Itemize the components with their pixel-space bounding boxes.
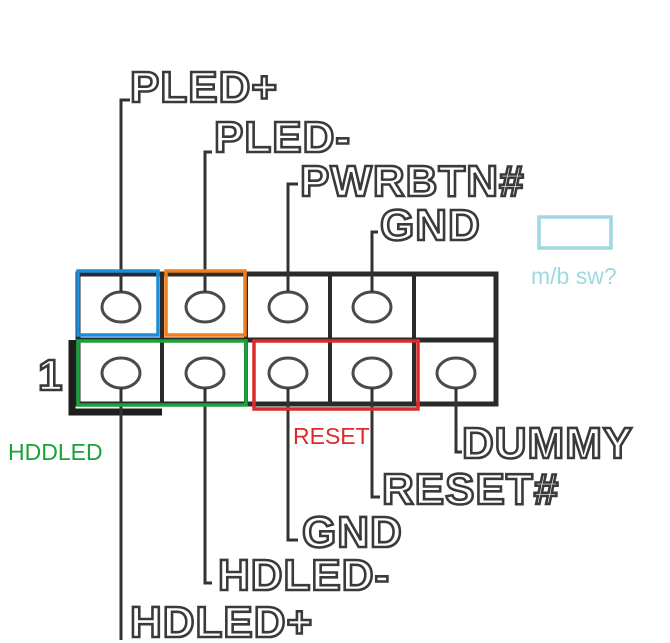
leader-gnd-bottom — [286, 388, 298, 542]
pled-minus-highlight — [164, 269, 247, 337]
pin-hdled-minus — [184, 356, 226, 390]
pin-pled-minus — [184, 290, 226, 324]
label-hdled-plus: HDLED+ — [130, 598, 313, 643]
hddled-highlight — [76, 339, 248, 407]
label-pled-minus: PLED- — [214, 113, 351, 162]
pin-reset — [351, 356, 393, 390]
hddled-note: HDDLED — [8, 439, 103, 465]
leader-pwrbtn — [286, 182, 298, 292]
mb-switch-box — [537, 215, 613, 250]
pin-pled-plus — [100, 290, 142, 324]
label-dummy: DUMMY — [462, 419, 633, 468]
reset-highlight — [252, 339, 420, 411]
label-reset-hash: RESET# — [382, 465, 559, 514]
leader-pled-plus — [119, 98, 130, 292]
reset-note: RESET — [293, 423, 370, 449]
leader-pled-minus — [203, 150, 212, 292]
pin1-bracket — [68, 340, 162, 416]
mb-switch-note: m/b sw? — [531, 263, 617, 289]
pin-gnd-top — [351, 290, 393, 324]
bottom-row-pins — [100, 356, 477, 390]
label-hdled-minus: HDLED- — [218, 551, 390, 600]
bottom-leader-lines — [119, 388, 462, 640]
label-gnd-top: GND — [380, 201, 481, 250]
pin-hdled-plus — [100, 356, 142, 390]
top-leader-lines — [119, 98, 378, 292]
leader-hdled-minus — [203, 388, 212, 585]
pled-plus-highlight — [76, 269, 160, 337]
leader-dummy — [454, 388, 462, 454]
label-pwrbtn: PWRBTN# — [300, 157, 525, 206]
pin-gnd-bottom — [267, 356, 309, 390]
label-pled-plus: PLED+ — [130, 63, 278, 112]
leader-reset — [370, 388, 380, 499]
leader-gnd-top — [370, 230, 378, 292]
label-gnd-bottom: GND — [302, 508, 403, 557]
pin-dummy — [435, 356, 477, 390]
pin1-marker: 1 — [38, 351, 62, 400]
pin-pwrbtn — [267, 290, 309, 324]
